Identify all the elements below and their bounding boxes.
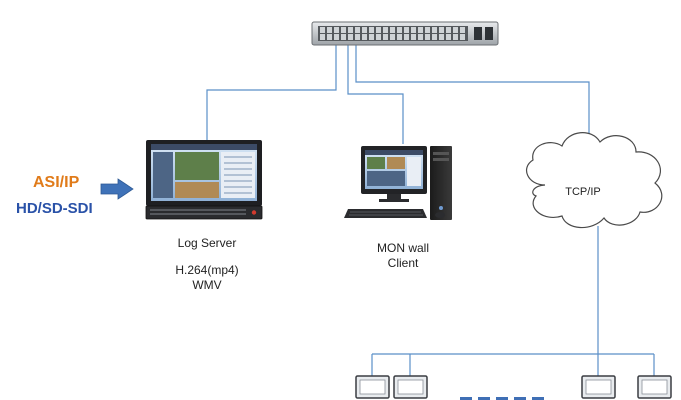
connection-lines <box>206 45 655 376</box>
input-format-sdi: HD/SD-SDI <box>16 200 93 217</box>
link-switch-to-mon-wall <box>347 45 404 144</box>
mon-wall-client-label: Client <box>387 256 419 270</box>
log-server-codec-1: H.264(mp4) <box>175 263 239 277</box>
server-icon <box>145 140 263 220</box>
cloud-label: TCP/IP <box>565 186 601 198</box>
log-server-label: Log Server <box>177 236 237 250</box>
link-switch-to-cloud <box>355 45 590 144</box>
monitor-icon <box>355 375 390 399</box>
input-format-asi: ASI/IP <box>33 174 80 191</box>
monitor-icon <box>581 375 616 399</box>
desktop-pc-icon <box>344 146 452 220</box>
switch-icon <box>311 21 499 46</box>
cloud-icon <box>526 132 663 229</box>
more-clients-dashes <box>460 397 544 400</box>
monitor-icon <box>637 375 672 399</box>
mon-wall-label: MON wall <box>376 241 430 255</box>
link-switch-to-log-server <box>206 45 337 140</box>
monitor-icon <box>393 375 428 399</box>
log-server-codec-2: WMV <box>192 278 222 292</box>
arrow-right-icon <box>100 178 134 200</box>
